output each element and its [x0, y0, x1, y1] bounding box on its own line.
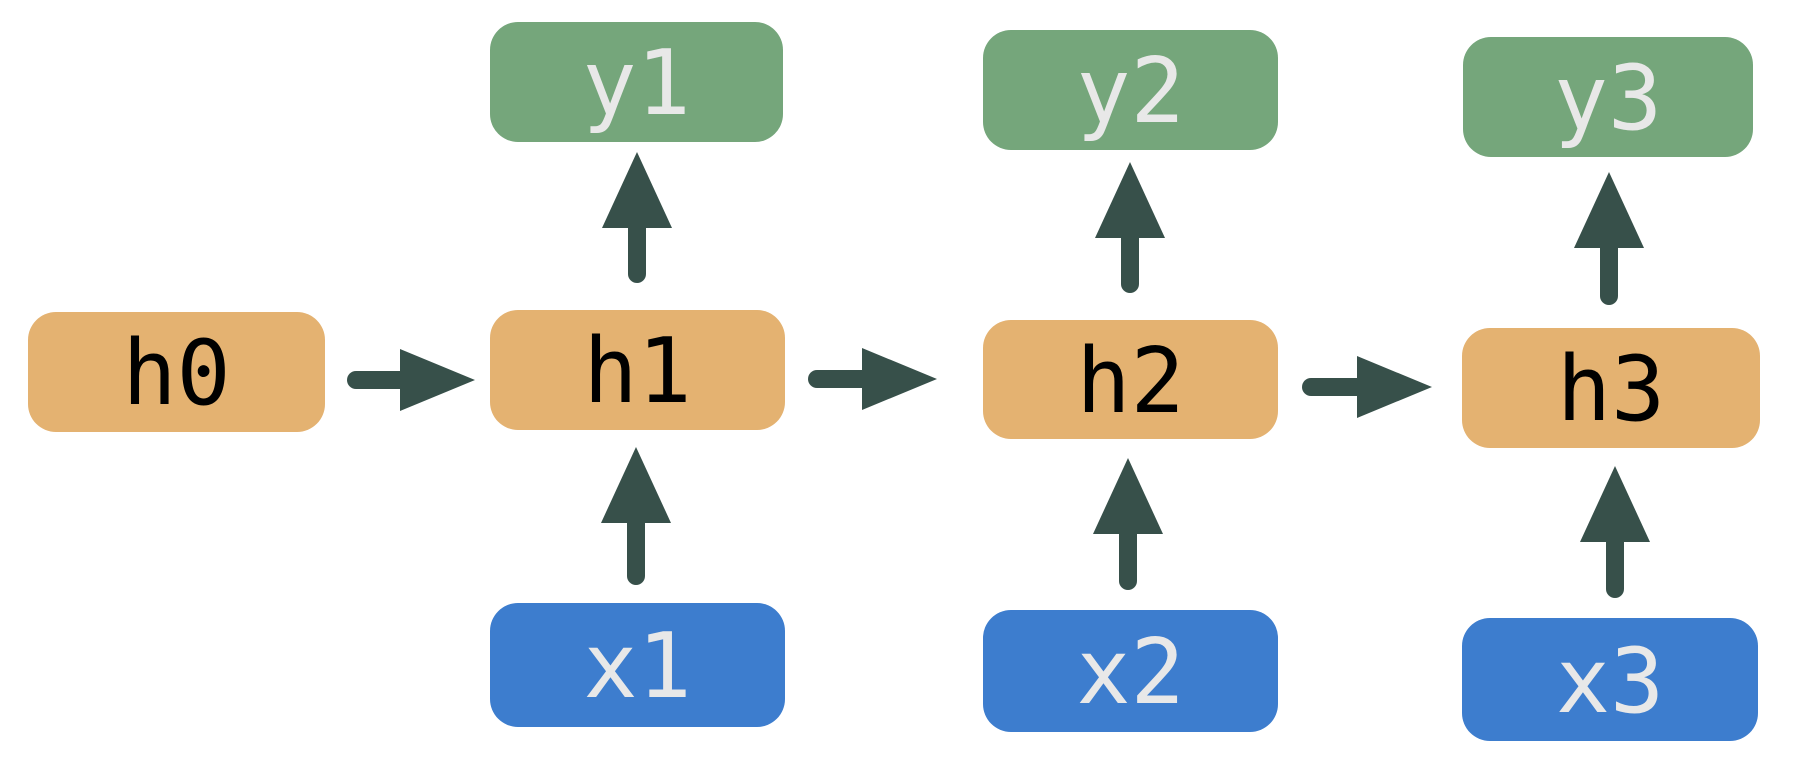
node-h3: h3	[1462, 328, 1760, 448]
node-h2: h2	[983, 320, 1278, 439]
arrow-h0-h1	[347, 349, 475, 411]
node-h1: h1	[490, 310, 785, 430]
arrow-h2-y2	[1095, 162, 1165, 293]
node-x1: x1	[490, 603, 785, 727]
arrow-x1-h1	[601, 447, 671, 585]
node-y3: y3	[1463, 37, 1753, 157]
arrow-h1-h2	[808, 348, 937, 410]
arrow-x3-h3	[1580, 466, 1650, 598]
arrow-x2-h2	[1093, 458, 1163, 590]
node-y2: y2	[983, 30, 1278, 150]
arrow-h3-y3	[1574, 172, 1644, 305]
arrow-h2-h3	[1302, 356, 1432, 418]
arrow-h1-y1	[602, 152, 672, 283]
node-h0: h0	[28, 312, 325, 432]
node-x2: x2	[983, 610, 1278, 732]
node-x3: x3	[1462, 618, 1758, 741]
node-y1: y1	[490, 22, 783, 142]
